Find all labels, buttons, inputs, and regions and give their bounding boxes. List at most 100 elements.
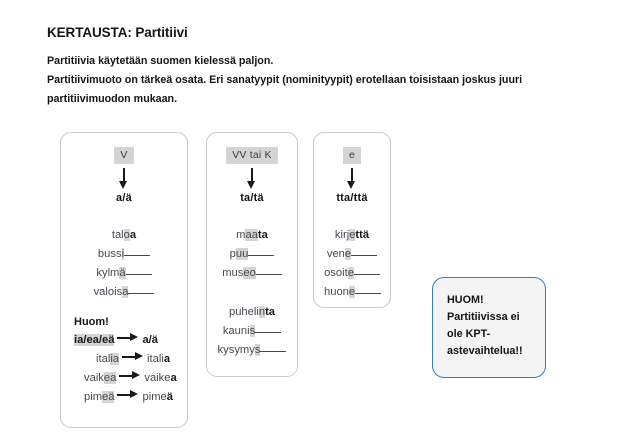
word-stem: osoit [324,267,348,279]
word-stem: tal [111,229,124,241]
word-item: maata [217,226,287,245]
fill-in-blank [353,274,380,275]
word-stem: kylm [96,267,120,279]
arrow-right-icon [119,371,141,380]
word-suffix: a [129,229,137,241]
box-vvk-head-chip: VV tai K [226,147,278,164]
note-callout: HUOM! Partitiivissa ei ole KPT- astevaih… [432,277,546,378]
word-stem: huon [324,286,349,298]
huom-left-highlight: ea [103,372,117,384]
word-suffix: ta [257,229,268,241]
word-item: bussi [71,245,177,264]
word-stem: kirj [334,229,350,241]
word-stem: kauni [222,325,250,337]
huom-left-highlight: eä [102,391,115,403]
intro-line-2: Partitiivimuoto on tärkeä osata. Eri san… [47,74,523,86]
word-highlight: uu [235,248,249,260]
arrow-right-icon [122,352,144,361]
word-item: kaunis [217,322,287,341]
huom-row: vaikea vaikea [74,369,179,388]
word-item: puhelinta [217,303,287,322]
word-highlight: n [258,306,266,318]
rule-box-v: V a/ä taloa bussi kylmä valoisa Huom! ia… [60,132,188,428]
word-stem: ven [326,248,345,260]
box-vvk-ending: ta/tä [240,192,264,204]
word-stem: p [229,248,236,260]
arrow-down-icon [347,168,357,190]
word-highlight: e [349,229,356,241]
word-stem: mus [222,267,244,279]
arrow-down-icon [247,168,257,190]
intro-line-3: partitiivimuodon mukaan. [47,93,178,105]
fill-in-blank [355,293,382,294]
word-item: kirjettä [324,226,380,245]
box-v-header: V [61,145,187,164]
box-v-head-chip: V [114,147,134,164]
box-v-ending: a/ä [116,192,132,204]
box-v-word-list: taloa bussi kylmä valoisa [61,226,187,302]
fill-in-blank [255,332,282,333]
note-line: HUOM! [447,294,484,306]
fill-in-blank [260,351,287,352]
word-highlight: eo [243,267,256,279]
word-item: vene [324,245,380,264]
box-e-ending: tta/ttä [336,192,368,204]
huom-right-stem: vaike [144,372,171,384]
fill-in-blank [255,274,282,275]
intro-paragraph: Partitiivia käytetään suomen kielessä pa… [47,52,607,109]
huom-right: a/ä [142,334,158,346]
huom-left-highlight: ia [110,353,120,365]
huom-left: ia/ea/eä [74,334,115,346]
word-highlight: o [123,229,130,241]
page-title: KERTAUSTA: Partitiivi [47,25,188,40]
fill-in-blank [124,255,151,256]
word-item: kylmä [71,264,177,283]
arrow-right-icon [117,390,139,399]
fill-in-blank [351,255,378,256]
arrow-down-icon [119,168,129,190]
huom-right-suffix: a [170,372,177,384]
word-item: valoisa [71,283,177,302]
huom-right-suffix: ä [166,391,173,403]
word-highlight: s [254,344,261,356]
word-highlight: i [121,248,125,260]
word-stem: valois [93,286,123,298]
huom-left-stem: pim [84,391,103,403]
word-suffix: ttä [355,229,370,241]
word-item: kysymys [217,341,287,360]
word-highlight: aa [245,229,258,241]
huom-right-suffix: a [163,353,171,365]
word-item: taloa [71,226,177,245]
word-highlight: e [348,286,356,298]
box-vvk-word-list-2: puhelinta kaunis kysymys [207,303,297,360]
box-e-head-chip: e [342,147,362,164]
fill-in-blank [248,255,275,256]
huom-right-stem: pime [142,391,167,403]
huom-title: Huom! [74,316,109,328]
fill-in-blank [128,293,155,294]
arrow-right-icon [117,333,139,342]
huom-row: ia/ea/eä a/ä [74,331,179,350]
note-line: Partitiivissa ei [447,311,520,323]
word-highlight: s [249,325,256,337]
huom-left-stem: ital [96,353,111,365]
word-stem: puheli [228,306,259,318]
word-stem: buss [97,248,122,260]
box-e-header: e [314,145,390,164]
huom-row: pimeä pimeä [74,388,179,407]
word-highlight: ä [119,267,126,279]
box-e-word-list: kirjettä vene osoite huone [314,226,390,302]
word-item: museo [217,264,287,283]
word-highlight: e [344,248,352,260]
word-item: osoite [324,264,380,283]
intro-line-1: Partitiivia käytetään suomen kielessä pa… [47,55,274,67]
huom-left-stem: vaik [84,372,104,384]
word-suffix: ta [265,306,276,318]
huom-right-stem: itali [147,353,164,365]
word-stem: m [236,229,246,241]
note-line: ole KPT- [447,328,491,340]
box-vvk-word-list: maata puu museo [207,226,297,283]
huom-row: italia italia [74,350,179,369]
fill-in-blank [125,274,152,275]
